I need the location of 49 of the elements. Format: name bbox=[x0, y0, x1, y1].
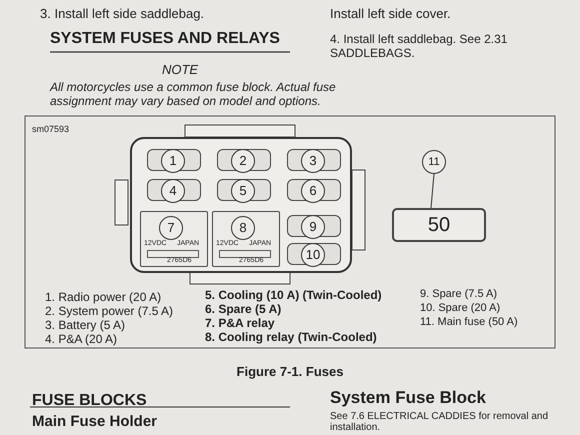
fuse-rating: 50 bbox=[428, 214, 450, 236]
fuse-symbol bbox=[147, 149, 201, 171]
fuse-symbol bbox=[217, 179, 271, 201]
callout-number: 10 bbox=[301, 243, 325, 267]
callout-number: 7 bbox=[159, 216, 183, 240]
callout-number: 4 bbox=[161, 179, 185, 203]
fuse-list-item: 3. Battery (5 A) bbox=[45, 318, 126, 332]
section-heading: SYSTEM FUSES AND RELAYS bbox=[50, 30, 280, 48]
fuse-symbol bbox=[147, 179, 201, 201]
fuse-list-item: 7. P&A relay bbox=[205, 316, 276, 330]
note-text: All motorcycles use a common fuse block. Actual fuse assignment may vary based on model and options. bbox=[50, 80, 337, 108]
reference-text: See 7.6 ELECTRICAL CADDIES for removal and installation. bbox=[330, 411, 550, 433]
fuse-block bbox=[130, 137, 352, 273]
leader-line bbox=[430, 174, 434, 208]
fuse-symbol bbox=[287, 149, 341, 171]
subsection-heading: Main Fuse Holder bbox=[32, 413, 158, 430]
step-text: 4. Install left saddlebag. See 2.31 SADDLEBAGS. bbox=[330, 32, 508, 60]
callout-number: 9 bbox=[301, 215, 325, 239]
callout-number: 3 bbox=[301, 149, 325, 173]
fuse-list-item: 2. System power (7.5 A) bbox=[45, 304, 174, 318]
section-heading: FUSE BLOCKS bbox=[32, 392, 148, 410]
fuse-symbol bbox=[287, 243, 341, 265]
fuse-list-item: 11. Main fuse (50 A) bbox=[420, 316, 519, 328]
fuse-list-item: 10. Spare (20 A) bbox=[420, 302, 502, 314]
fuse-symbol bbox=[217, 149, 271, 171]
fuse-symbol bbox=[287, 179, 341, 201]
callout-number: 8 bbox=[231, 216, 255, 240]
fuse-list-item: 5. Cooling (10 A) (Twin-Cooled) bbox=[205, 288, 383, 302]
main-fuse-symbol bbox=[392, 208, 486, 242]
fuse-list-item: 4. P&A (20 A) bbox=[45, 332, 118, 346]
figure-caption: Figure 7-1. Fuses bbox=[236, 364, 344, 379]
fuse-list-item: 6. Spare (5 A) bbox=[205, 302, 282, 316]
figure-id: sm07593 bbox=[32, 124, 70, 134]
callout-number: 6 bbox=[301, 179, 325, 203]
step-text: 3. Install left side saddlebag. bbox=[40, 6, 206, 21]
fuse-list-item: 1. Radio power (20 A) bbox=[45, 290, 162, 304]
step-text: Install left side cover. bbox=[330, 6, 452, 21]
relay-symbol bbox=[140, 211, 208, 267]
note-heading: NOTE bbox=[160, 62, 200, 77]
section-heading: System Fuse Block bbox=[330, 388, 487, 408]
relay-symbol bbox=[212, 211, 280, 267]
callout-circle bbox=[422, 150, 446, 174]
fuse-symbol bbox=[287, 215, 341, 237]
callout-number: 11 bbox=[428, 156, 440, 168]
fuse-list-item: 8. Cooling relay (Twin-Cooled) bbox=[205, 330, 378, 344]
callout-number: 5 bbox=[231, 179, 255, 203]
callout-number: 2 bbox=[231, 149, 255, 173]
fuse-list-item: 9. Spare (7.5 A) bbox=[420, 288, 498, 300]
callout-number: 1 bbox=[161, 149, 185, 173]
